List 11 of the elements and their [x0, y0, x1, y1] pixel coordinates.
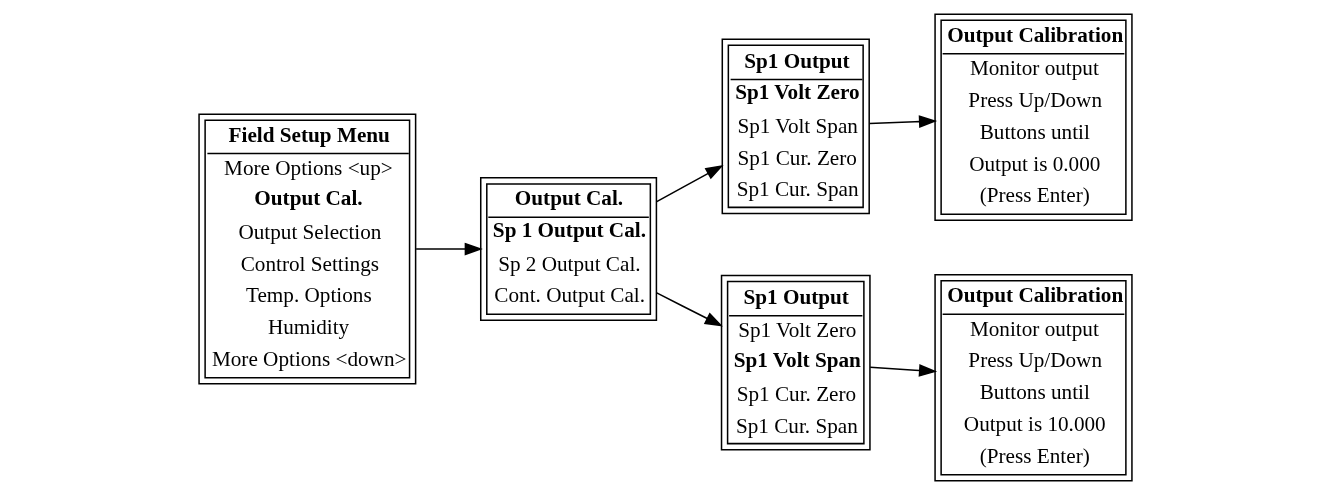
arrow — [414, 242, 483, 256]
node-box: Field Setup Menu More Options <up> Output Cal. Output Selection Control Settings Temp. Options Humidity More Options <down> — [197, 113, 416, 385]
node-box: Output Calibration Monitor output Press Up/Down Buttons until Output is 0.000 (Press Enter) — [933, 13, 1133, 221]
arrow — [868, 115, 937, 128]
node-box: Sp1 Output Sp1 Volt Zero Sp1 Volt Span Sp1 Cur. Zero Sp1 Cur. Span — [721, 38, 870, 215]
arrow — [868, 364, 937, 377]
node-box: Output Cal. Sp 1 Output Cal. Sp 2 Output Cal. Cont. Output Cal. — [479, 177, 657, 321]
arrow — [655, 292, 723, 327]
arrow — [655, 165, 724, 203]
node-box: Output Calibration Monitor output Press Up/Down Buttons until Output is 10.000 (Press Enter) — [933, 274, 1133, 482]
node-box: Sp1 Output Sp1 Volt Zero Sp1 Volt Span Sp1 Cur. Zero Sp1 Cur. Span — [720, 274, 871, 451]
